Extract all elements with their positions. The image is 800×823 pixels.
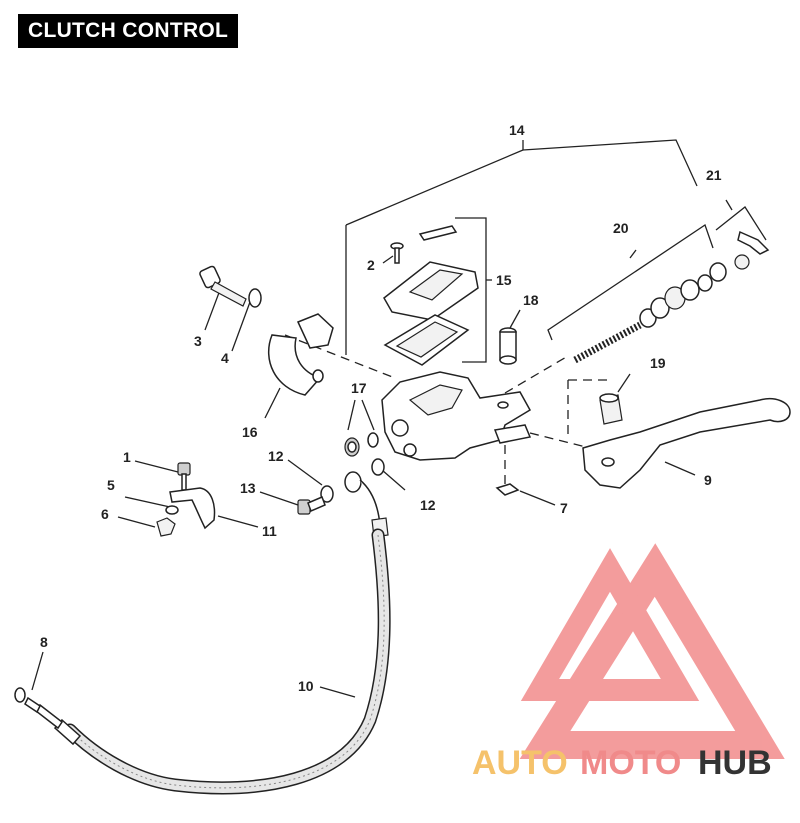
watermark-text-hub: HUB: [698, 744, 772, 782]
hose-bracket-part-icon: [156, 462, 216, 537]
callout-6: 6: [101, 506, 109, 522]
callout-14: 14: [509, 122, 525, 138]
banjo-bolt-part-icon: [297, 496, 326, 515]
retaining-clip-part-icon: [737, 230, 770, 255]
washer-part-icon: [320, 485, 334, 503]
watermark-text-auto: AUTO: [472, 744, 568, 782]
washer-part-icon: [371, 458, 385, 476]
callout-12-lower: 12: [420, 497, 436, 513]
bushing-part-icon: [599, 393, 623, 425]
callout-4: 4: [221, 350, 229, 366]
pivot-pin-part-icon: [499, 327, 517, 365]
bolt-part-icon: [199, 265, 247, 307]
callout-18: 18: [523, 292, 539, 308]
o-ring-part-icon: [14, 687, 26, 703]
callout-15: 15: [496, 272, 512, 288]
clutch-hose-part-icon: [24, 471, 391, 795]
clutch-lever-part-icon: [582, 398, 791, 489]
callout-7: 7: [560, 500, 568, 516]
callout-13: 13: [240, 480, 256, 496]
reservoir-cover-part-icon: [383, 225, 479, 366]
watermark-text-moto: MOTO: [580, 744, 681, 782]
callout-9: 9: [704, 472, 712, 488]
piston-assembly-part-icon: [573, 254, 750, 364]
leader-lines: [31, 139, 767, 698]
callout-10: 10: [298, 678, 314, 694]
callout-5: 5: [107, 477, 115, 493]
sight-glass-part-icon: [344, 432, 379, 457]
clamp-part-icon: [267, 313, 334, 396]
callout-16: 16: [242, 424, 258, 440]
callout-17: 17: [351, 380, 367, 396]
callout-8: 8: [40, 634, 48, 650]
watermark-logo-icon: [519, 543, 785, 759]
callout-12-upper: 12: [268, 448, 284, 464]
callout-20: 20: [613, 220, 629, 236]
page-title: CLUTCH CONTROL: [18, 14, 239, 48]
callout-2: 2: [367, 257, 375, 273]
callout-1: 1: [123, 449, 131, 465]
page-title-text: CLUTCH CONTROL: [28, 19, 229, 42]
screw-part-icon: [390, 242, 404, 264]
master-cylinder-part-icon: [381, 371, 532, 461]
callout-21: 21: [706, 167, 722, 183]
callout-3: 3: [194, 333, 202, 349]
washer-part-icon: [248, 288, 262, 308]
callout-11: 11: [262, 523, 277, 539]
callout-19: 19: [650, 355, 666, 371]
shim-part-icon: [495, 483, 520, 496]
callout-labels: 1 2 3 4 5 6 7 8 9 10 11 12 12 13 14 15 1…: [40, 122, 722, 694]
watermark-text: AUTO MOTO HUB: [472, 744, 772, 782]
